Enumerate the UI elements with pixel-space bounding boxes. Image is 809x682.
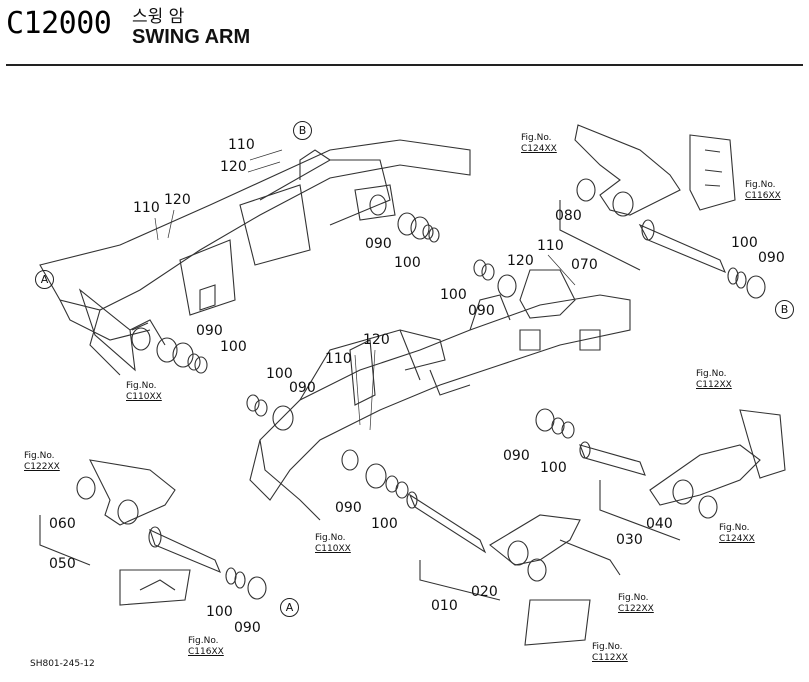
fig-ref-c110-left[interactable]: Fig.No.C110XX xyxy=(126,381,162,402)
fig-ref-c122-left[interactable]: Fig.No.C122XX xyxy=(24,451,60,472)
fig-ref-c112-right[interactable]: Fig.No.C112XX xyxy=(696,369,732,390)
part-label: 110 xyxy=(228,137,255,153)
part-label: 100 xyxy=(206,604,233,620)
part-label: 100 xyxy=(266,366,293,382)
part-label: 030 xyxy=(616,532,643,548)
drawing-code: SH801-245-12 xyxy=(30,659,95,669)
part-label: 110 xyxy=(537,238,564,254)
title-korean: 스윙 암 xyxy=(132,7,185,27)
section-code: C12000 xyxy=(6,6,112,41)
part-label: 090 xyxy=(468,303,495,319)
part-label: 110 xyxy=(133,200,160,216)
part-label: 100 xyxy=(394,255,421,271)
callout-a: A xyxy=(280,598,299,617)
part-label: 020 xyxy=(471,584,498,600)
frame-upper-left xyxy=(39,139,471,376)
swing-arm-right xyxy=(579,409,786,541)
fig-ref-c116-bottom[interactable]: Fig.No.C116XX xyxy=(188,636,224,657)
part-label: 090 xyxy=(365,236,392,252)
swing-arm-upper-right xyxy=(559,124,766,299)
part-label: 090 xyxy=(335,500,362,516)
part-label: 040 xyxy=(646,516,673,532)
part-label: 100 xyxy=(440,287,467,303)
part-label: 090 xyxy=(503,448,530,464)
part-label: 110 xyxy=(325,351,352,367)
exploded-parts-drawing xyxy=(39,124,786,646)
bushings-upper xyxy=(131,212,440,374)
fig-ref-c112-bottom[interactable]: Fig.No.C112XX xyxy=(592,642,628,663)
part-label: 070 xyxy=(571,257,598,273)
callout-a: A xyxy=(35,270,54,289)
fig-ref-c124-top[interactable]: Fig.No.C124XX xyxy=(521,133,557,154)
leader-lines xyxy=(154,149,576,431)
callout-b: B xyxy=(775,300,794,319)
frame-centre xyxy=(249,269,631,521)
part-label: 090 xyxy=(289,380,316,396)
part-label: 100 xyxy=(731,235,758,251)
swing-arm-lower-left xyxy=(39,459,267,606)
part-label: 100 xyxy=(220,339,247,355)
part-label: 090 xyxy=(758,250,785,266)
callout-b: B xyxy=(293,121,312,140)
part-label: 120 xyxy=(164,192,191,208)
part-label: 090 xyxy=(196,323,223,339)
part-label: 100 xyxy=(540,460,567,476)
part-label: 090 xyxy=(234,620,261,636)
bushings-centre xyxy=(246,259,575,499)
part-label: 100 xyxy=(371,516,398,532)
fig-ref-c110-mid[interactable]: Fig.No.C110XX xyxy=(315,533,351,554)
part-label: 120 xyxy=(220,159,247,175)
fig-ref-c122-bottom[interactable]: Fig.No.C122XX xyxy=(618,593,654,614)
part-label: 080 xyxy=(555,208,582,224)
title-english: SWING ARM xyxy=(132,26,251,48)
swing-arm-bottom-centre xyxy=(406,491,621,646)
part-label: 120 xyxy=(363,332,390,348)
part-label: 120 xyxy=(507,253,534,269)
part-label: 060 xyxy=(49,516,76,532)
part-label: 050 xyxy=(49,556,76,572)
part-label: 010 xyxy=(431,598,458,614)
fig-ref-c116-top[interactable]: Fig.No.C116XX xyxy=(745,180,781,201)
header-divider xyxy=(6,64,803,66)
fig-ref-c124-right[interactable]: Fig.No.C124XX xyxy=(719,523,755,544)
